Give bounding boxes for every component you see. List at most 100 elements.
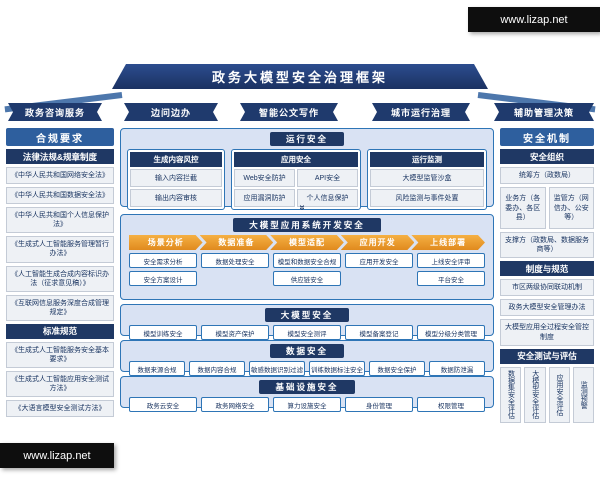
dev-task: 供应链安全 [273,271,341,286]
runtime-monitor-header: 运行监测 [370,152,484,167]
law-item: 《互联网信息服务深度合成管理规定》 [6,294,114,321]
org-roles-row: 业务方（各委办、各区县） 监管方（网信办、公安等） [500,187,594,230]
dev-task: 上线安全评审 [417,253,485,268]
law-item: 《中华人民共和国个人信息保护法》 [6,207,114,234]
law-item: 《中华人民共和国数据安全法》 [6,187,114,205]
app-security-header: 应用安全 [234,152,358,167]
testing-subheader: 安全测试与评估 [500,348,594,364]
law-item: 《生成式人工智能服务管理暂行办法》 [6,236,114,263]
phase-arrow: 模型适配 [270,235,344,250]
phase-arrow: 数据准备 [200,235,274,250]
runtime-monitor-item: 风险监测与事件处置 [370,189,484,207]
page-title: 政务大模型安全治理框架 [112,64,488,89]
infra-security-item: 算力设施安全 [273,397,341,412]
model-security-items: 模型训练安全 模型资产保护 模型安全测评 模型备案登记 模型分级分类管理 [121,325,493,344]
app-security-grid: Web安全防护 API安全 应用漏洞防护 个人信息保护 [234,169,358,207]
infra-security-items: 政务云安全 政务网络安全 算力设施安全 身份管理 权限管理 [121,397,493,416]
data-security-item: 训练数据标注安全 [309,361,365,376]
dev-row-1: 安全需求分析 数据处理安全 模型和数据安全合规 应用开发安全 上线安全评审 [121,253,493,268]
runtime-security-title: 运行安全 [269,132,344,146]
scenario-ribbon-city: 城市运行治理 [372,103,470,121]
watermark-top: www.lizap.net [468,7,600,32]
compliance-header: 合规要求 [6,128,114,146]
phase-arrow: 上线部署 [411,235,485,250]
compliance-column: 合规要求 法律法规&规章制度 《中华人民共和国网络安全法》 《中华人民共和国数据… [6,128,114,418]
rule-item: 市区两级协同联动机制 [500,279,594,297]
model-security-section: 大模型安全 模型训练安全 模型资产保护 模型安全测评 模型备案登记 模型分级分类… [120,304,494,340]
app-security-item: 应用漏洞防护 [234,189,295,207]
content-risk-header: 生成内容风控 [130,152,222,167]
rule-item: 政务大模型安全管理办法 [500,299,594,317]
org-subheader: 安全组织 [500,149,594,164]
infra-security-item: 身份管理 [345,397,413,412]
org-coordinator: 统筹方（政数局） [500,167,594,185]
infra-security-item: 政务云安全 [129,397,197,412]
phase-arrow: 应用开发 [341,235,415,250]
model-security-item: 模型安全测评 [273,325,341,340]
standard-item: 《生成式人工智能服务安全基本要求》 [6,341,114,369]
standards-subheader: 标准规范 [6,323,114,339]
standard-item: 《大语言模型安全测试方法》 [6,400,114,418]
watermark-bottom: www.lizap.net [0,443,114,468]
app-security-item: API安全 [297,169,358,187]
content-risk-item: 输入内容拦截 [130,169,222,187]
data-security-item: 数据内容合规 [189,361,245,376]
org-business: 业务方（各委办、各区县） [500,187,546,230]
app-security-item: 个人信息保护 [297,189,358,207]
scenario-ribbon-decision: 辅助管理决策 [494,103,594,121]
data-security-item: 数据来源合规 [129,361,185,376]
scenario-ribbon-ask-handle: 边问边办 [124,103,218,121]
runtime-panels: 生成内容风控 输入内容拦截 输出内容审核 应用安全 Web安全防护 API安全 … [121,149,493,215]
infra-security-title: 基础设施安全 [259,380,355,394]
model-security-item: 模型备案登记 [345,325,413,340]
org-regulator: 监管方（网信办、公安等） [548,187,594,230]
rule-item: 大模型应用全过程安全管控制度 [500,319,594,346]
infra-security-section: 基础设施安全 政务云安全 政务网络安全 算力设施安全 身份管理 权限管理 [120,376,494,412]
dev-security-section: 大模型应用系统开发安全 场景分析 数据准备 模型适配 应用开发 上线部署 安全需… [120,214,494,300]
data-security-items: 数据来源合规 数据内容合规 敏感数据识别过滤 训练数据标注安全 数据安全保护 数… [121,361,493,380]
model-security-item: 模型资产保护 [201,325,269,340]
dev-phase-flow: 场景分析 数据准备 模型适配 应用开发 上线部署 [121,235,493,250]
data-security-title: 数据安全 [269,344,344,358]
data-security-item: 数据安全保护 [369,361,425,376]
dev-row-2: 安全方案设计 供应链安全 平台安全 [121,271,493,286]
content-risk-panel: 生成内容风控 输入内容拦截 输出内容审核 [127,149,225,210]
model-security-title: 大模型安全 [264,308,350,322]
infra-security-item: 政务网络安全 [201,397,269,412]
testing-item: 数据集安全评估 [500,366,522,423]
dev-task: 平台安全 [417,271,485,286]
laws-subheader: 法律法规&规章制度 [6,149,114,164]
org-support: 支撑方（政数局、数据服务商等） [500,232,594,259]
runtime-security-section: 运行安全 生成内容风控 输入内容拦截 输出内容审核 应用安全 Web安全防护 A… [120,128,494,210]
runtime-monitor-panel: 运行监测 大模型监管沙盒 风险监测与事件处置 [367,149,487,210]
model-security-item: 模型训练安全 [129,325,197,340]
mechanism-header: 安全机制 [500,128,594,146]
scenario-ribbon-writing: 智能公文写作 [240,103,338,121]
scenario-ribbon-consult: 政务咨询服务 [8,103,102,121]
law-item: 《中华人民共和国网络安全法》 [6,167,114,185]
model-security-item: 模型分级分类管理 [417,325,485,340]
mechanism-column: 安全机制 安全组织 统筹方（政数局） 业务方（各委办、各区县） 监管方（网信办、… [500,128,594,423]
testing-item: 大模型安全评估 [524,366,546,423]
app-security-panel: 应用安全 Web安全防护 API安全 应用漏洞防护 个人信息保护 [231,149,361,210]
dev-task: 应用开发安全 [345,253,413,268]
dev-task: 安全需求分析 [129,253,197,268]
testing-item: 应用安全评估 [548,366,570,423]
dev-task: 数据处理安全 [201,253,269,268]
rules-subheader: 制度与规范 [500,261,594,277]
content-risk-item: 输出内容审核 [130,189,222,207]
phase-arrow: 场景分析 [129,235,203,250]
dev-task: 模型和数据安全合规 [273,253,341,268]
dev-task: 安全方案设计 [129,271,197,286]
infra-security-item: 权限管理 [417,397,485,412]
data-security-section: 数据安全 数据来源合规 数据内容合规 敏感数据识别过滤 训练数据标注安全 数据安… [120,340,494,376]
standard-item: 《生成式人工智能应用安全测试方法》 [6,371,114,398]
dev-security-title: 大模型应用系统开发安全 [233,218,381,232]
data-security-item: 敏感数据识别过滤 [249,361,305,376]
law-item: 《人工智能生成合成内容标识办法（征求意见稿）》 [6,265,114,292]
runtime-monitor-item: 大模型监管沙盒 [370,169,484,187]
testing-item: 监测预警 [572,366,594,423]
data-security-item: 数据防泄漏 [429,361,485,376]
testing-items-row: 数据集安全评估 大模型安全评估 应用安全评估 监测预警 [500,366,594,423]
